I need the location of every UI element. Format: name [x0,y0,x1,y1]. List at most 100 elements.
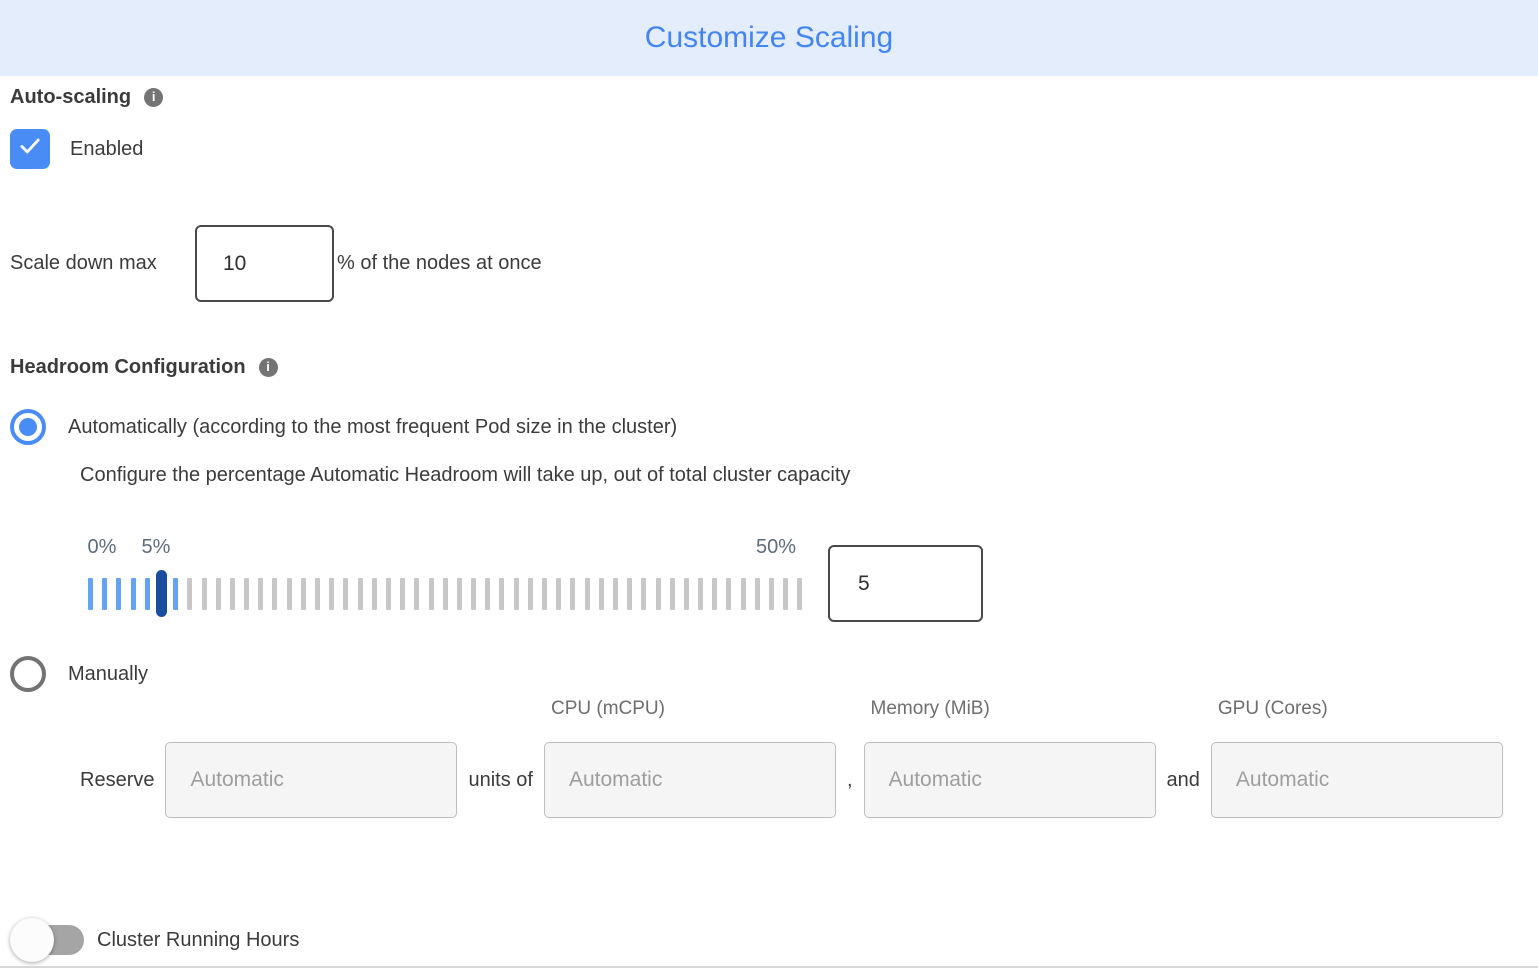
scale-down-max-input[interactable] [195,225,334,302]
slider-tick [144,578,150,610]
memory-input[interactable] [863,742,1156,818]
memory-field: Memory (MiB) [863,698,1156,818]
slider-tick [215,578,221,610]
slider-tick [442,578,448,610]
slider-tick [357,578,363,610]
slider-tick [612,578,618,610]
dialog-content: Auto-scaling Enabled Scale down max % of… [0,85,1538,963]
slider-tick [797,578,803,610]
slider-tick [598,578,604,610]
scale-down-label: Scale down max [10,252,157,274]
slider-tick [187,578,193,610]
headroom-configuration-label: Headroom Configuration [10,356,246,378]
auto-scaling-enabled-checkbox[interactable] [10,129,50,169]
automatic-radio-label: Automatically (according to the most fre… [68,415,678,438]
slider-tick [641,578,647,610]
slider-tick [456,578,462,610]
slider-tick [655,578,661,610]
slider-tick [173,578,179,610]
cluster-running-hours-label: Cluster Running Hours [97,928,300,951]
manually-radio-label: Manually [68,662,149,685]
gpu-field: GPU (Cores) [1210,698,1503,818]
slider-tick [485,578,491,610]
slider-tick [329,578,335,610]
info-icon[interactable] [258,357,278,377]
slider-max-label: 50% [755,536,797,558]
slider-tick [371,578,377,610]
slider-tick [542,578,547,610]
headroom-manual-row: Manually [10,656,1538,692]
slider-tick [783,578,789,610]
slider-tick [698,578,704,610]
headroom-description: Configure the percentage Automatic Headr… [80,464,851,486]
slider-tick [300,578,306,610]
slider-tick [258,578,264,610]
scale-down-suffix: % of the nodes at once [337,252,542,274]
enabled-label: Enabled [70,137,144,160]
slider-tick [584,578,590,610]
memory-field-header: Memory (MiB) [870,698,990,719]
slider-tick [499,578,505,610]
reserve-units-input[interactable] [165,742,458,818]
headroom-automatic-row: Automatically (according to the most fre… [10,409,1538,445]
slider-track[interactable] [88,578,803,610]
radio-dot [19,418,37,436]
dialog-title: Customize Scaling [644,21,894,54]
comma-separator: , [846,768,853,791]
slider-tick [400,578,406,610]
headroom-percentage-slider: 0% 5% 50% [88,536,1068,624]
gpu-field-header: GPU (Cores) [1217,698,1328,719]
headroom-section-heading: Headroom Configuration [10,355,1538,379]
auto-scaling-enabled-row: Enabled [10,129,1538,169]
slider-tick [471,578,477,610]
and-separator: and [1166,768,1200,791]
slider-min-label: 0% [87,536,117,558]
slider-tick [130,578,136,610]
slider-tick [669,578,675,610]
slider-tick [385,578,391,610]
slider-tick [315,578,320,610]
cpu-field: CPU (mCPU) [543,698,836,818]
slider-tick [116,578,122,610]
toggle-knob-icon [10,918,54,962]
reserve-units-field [165,742,458,818]
auto-scaling-section-heading: Auto-scaling [10,85,1538,109]
units-of-label: units of [468,768,533,791]
reserve-label: Reserve [80,768,155,791]
slider-tick [556,578,562,610]
slider-tick [513,578,519,610]
info-icon[interactable] [144,87,164,107]
auto-scaling-label: Auto-scaling [10,86,132,108]
slider-current-label: 5% [141,536,171,558]
headroom-percentage-input[interactable] [828,545,983,622]
slider-tick [683,578,689,610]
slider-tick [527,578,533,610]
automatic-radio[interactable] [10,409,46,445]
slider-tick [102,578,108,610]
cpu-field-header: CPU (mCPU) [550,698,665,719]
slider-tick [740,578,746,610]
slider-tick [272,578,278,610]
slider-tick [428,578,434,610]
dialog-header: Customize Scaling [0,0,1538,76]
slider-tick [627,578,633,610]
scale-down-row: Scale down max % of the nodes at once [10,225,1538,302]
cluster-running-hours-toggle[interactable] [10,917,84,963]
slider-handle[interactable] [156,570,167,617]
gpu-input[interactable] [1210,742,1503,818]
slider-tick [769,578,774,610]
cluster-running-hours-row: Cluster Running Hours [10,917,1538,963]
checkmark-icon [17,133,43,165]
slider-tick [754,578,760,610]
slider-tick [343,578,349,610]
slider-tick [201,578,207,610]
manually-radio[interactable] [10,656,46,692]
bottom-divider [0,966,1538,968]
cpu-input[interactable] [543,742,836,818]
slider-tick [414,578,420,610]
slider-tick [244,578,250,610]
slider-tick [570,578,576,610]
slider-tick [286,578,292,610]
slider-tick [229,578,235,610]
slider-tick [726,578,732,610]
